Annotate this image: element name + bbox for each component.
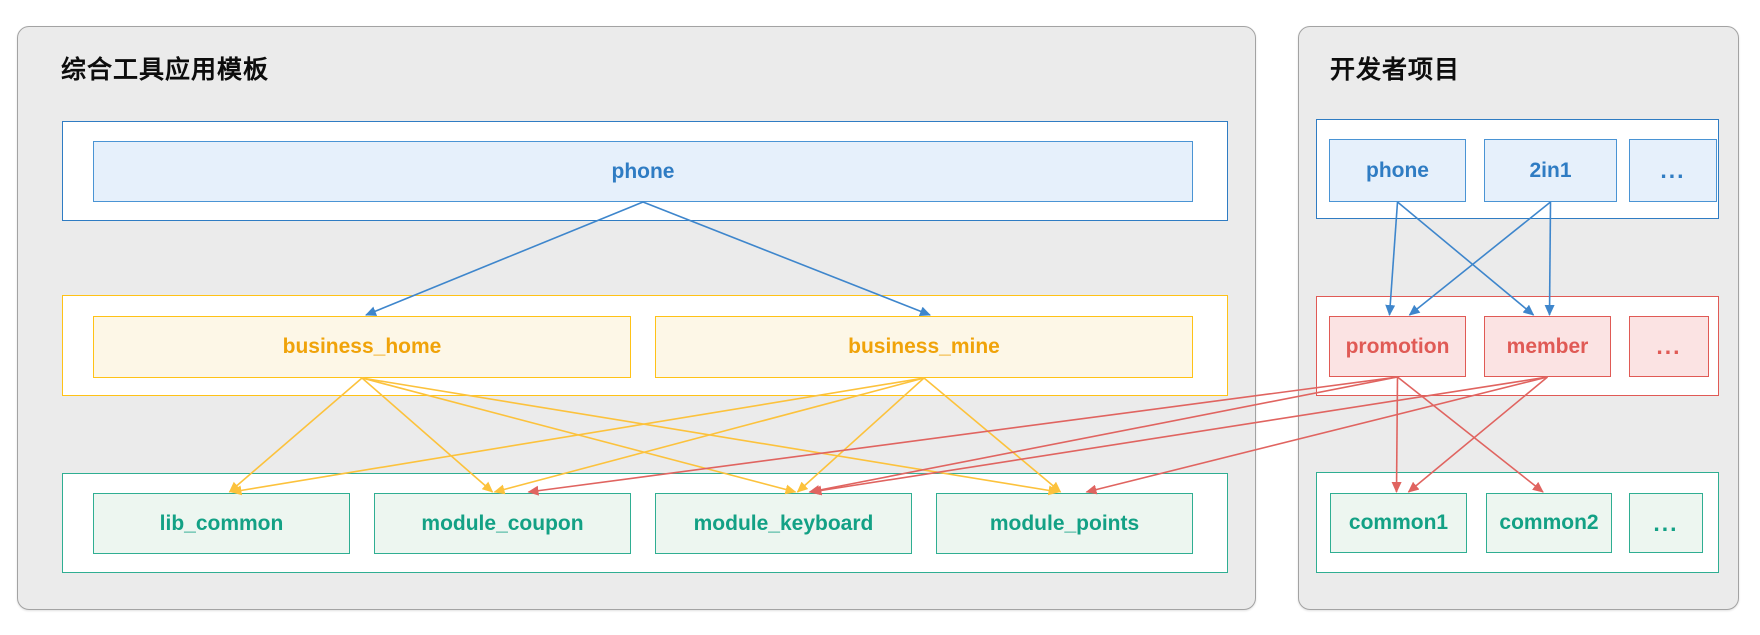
- tpl-phone-label: phone: [611, 159, 675, 183]
- tpl-business-mine-label: business_mine: [848, 335, 1000, 358]
- tpl-business-mine-box: business_mine: [655, 316, 1193, 378]
- dev-member-box: member: [1484, 316, 1611, 377]
- tpl-lib-common-label: lib_common: [159, 511, 284, 535]
- tpl-module-keyboard-label: module_keyboard: [693, 511, 874, 535]
- dev-2in1-label: 2in1: [1529, 158, 1572, 182]
- dev-promotion-label: promotion: [1345, 334, 1450, 358]
- dev-phone-label: phone: [1366, 158, 1429, 182]
- dev-app-more-box: ...: [1629, 139, 1717, 202]
- dev-member-label: member: [1506, 334, 1589, 358]
- tpl-business-home-box: business_home: [93, 316, 631, 378]
- dev-business-more-box: ...: [1629, 316, 1709, 377]
- tpl-business-home-label: business_home: [282, 335, 442, 358]
- dev-common1-box: common1: [1330, 493, 1467, 553]
- dev-common2-box: common2: [1486, 493, 1612, 553]
- template-panel-title: 综合工具应用模板: [61, 56, 270, 84]
- dev-app-more-label: ...: [1660, 157, 1686, 183]
- tpl-lib-common-box: lib_common: [93, 493, 350, 554]
- tpl-module-keyboard-box: module_keyboard: [655, 493, 912, 554]
- tpl-module-coupon-label: module_coupon: [421, 511, 584, 535]
- tpl-module-coupon-box: module_coupon: [374, 493, 631, 554]
- dev-common2-label: common2: [1499, 511, 1599, 534]
- dev-business-more-label: ...: [1656, 333, 1682, 359]
- tpl-module-points-box: module_points: [936, 493, 1193, 554]
- dev-promotion-box: promotion: [1329, 316, 1466, 377]
- developer-panel-title: 开发者项目: [1330, 56, 1461, 84]
- tpl-phone-box: phone: [93, 141, 1193, 202]
- dev-common-more-label: ...: [1653, 509, 1679, 536]
- dev-common1-label: common1: [1348, 511, 1449, 534]
- tpl-module-points-label: module_points: [989, 511, 1140, 535]
- dev-common-more-box: ...: [1629, 493, 1703, 553]
- dev-phone-box: phone: [1329, 139, 1466, 202]
- dev-2in1-box: 2in1: [1484, 139, 1617, 202]
